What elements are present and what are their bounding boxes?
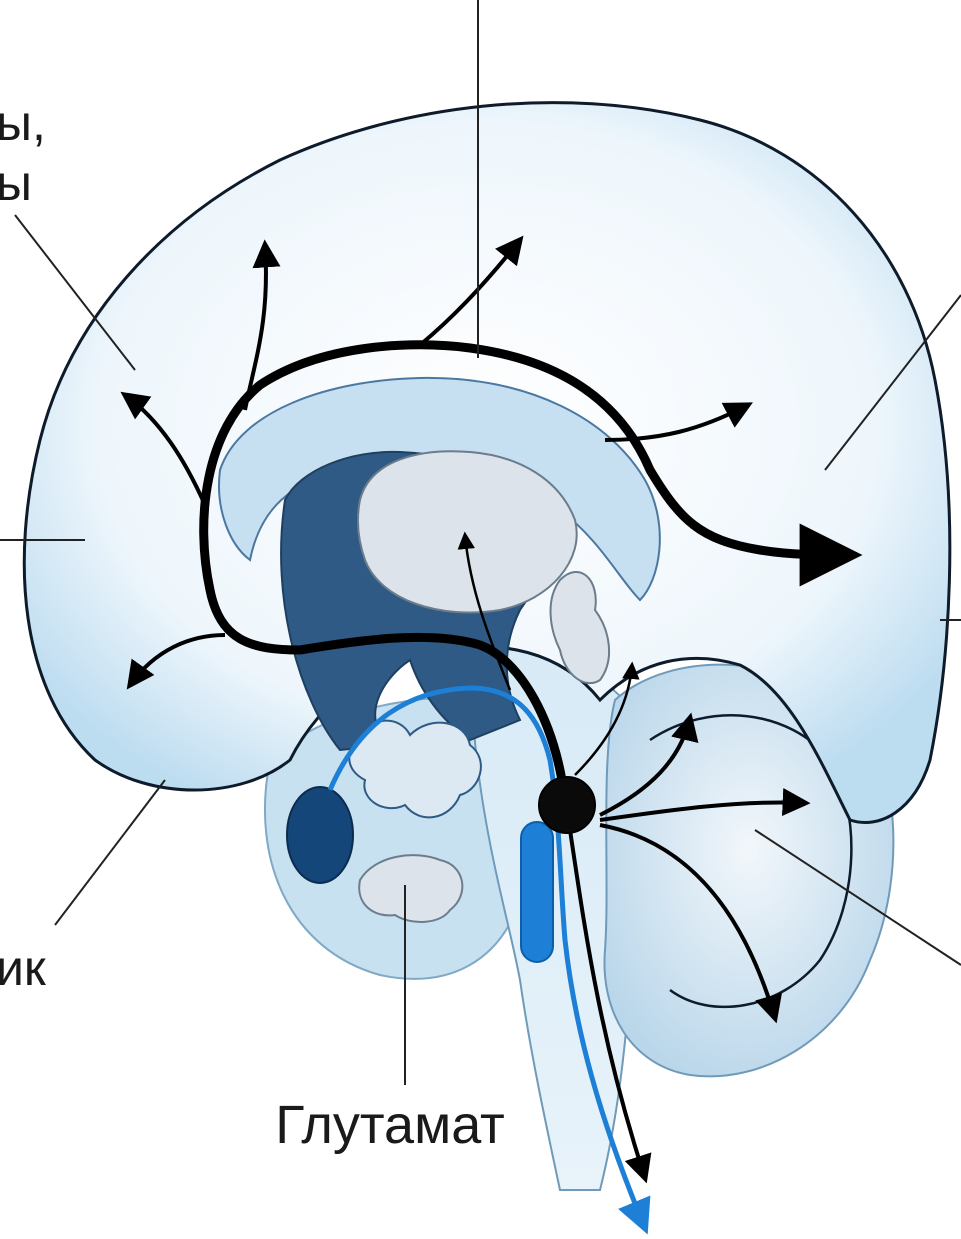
neuron-cell-body-icon: [539, 777, 595, 833]
glutamate-pathway-bar: [521, 822, 553, 962]
label-fragment-upper-left-2: ы: [0, 155, 32, 211]
label-fragment-upper-left-1: ы,: [0, 95, 46, 151]
dark-nucleus: [287, 787, 353, 883]
pons-shape: [359, 855, 462, 922]
label-fragment-lower-left: ик: [0, 940, 47, 996]
label-glutamate: Глутамат: [275, 1095, 505, 1155]
leader-line-lower-left: [55, 780, 165, 925]
